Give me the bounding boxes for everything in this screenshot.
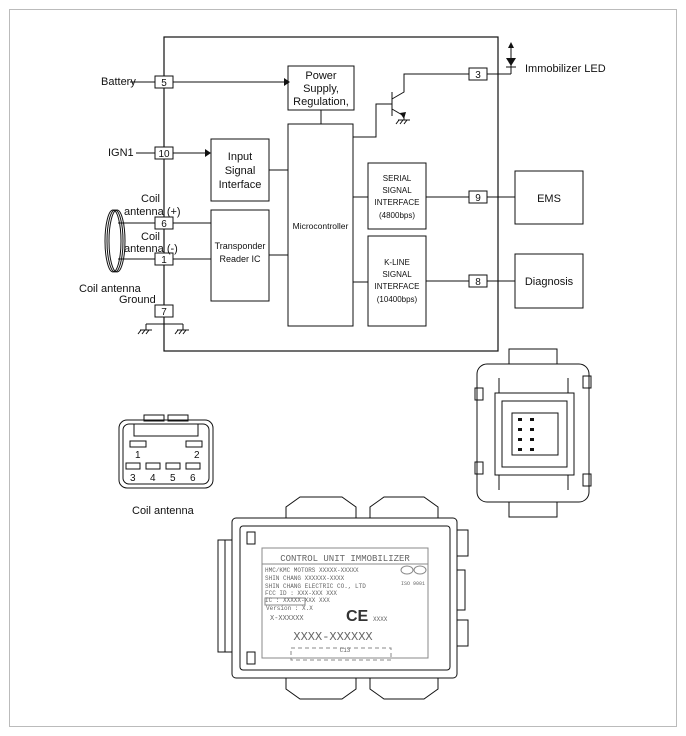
ce-mark: CE <box>346 608 369 625</box>
pin-coil-pos: 6 <box>154 216 174 230</box>
svg-text:SIGNAL: SIGNAL <box>382 270 412 279</box>
svg-text:K-LINE: K-LINE <box>384 258 410 267</box>
label-title: CONTROL UNIT IMMOBILIZER <box>280 554 410 564</box>
svg-text:SERIAL: SERIAL <box>383 174 412 183</box>
ems-box: EMS <box>514 170 584 225</box>
control-unit-body <box>217 496 469 700</box>
svg-text:7: 7 <box>161 307 167 318</box>
label-cert: ISO 9001 <box>401 581 425 587</box>
coil-antenna-icon <box>104 209 126 273</box>
svg-text:Regulation,: Regulation, <box>293 96 349 108</box>
svg-text:10: 10 <box>158 149 170 160</box>
diagnosis-box: Diagnosis <box>514 253 584 309</box>
arrow-ign1 <box>205 149 211 157</box>
svg-text:8: 8 <box>475 277 481 288</box>
control-unit-label: CONTROL UNIT IMMOBILIZER HMC/KMC MOTORS … <box>265 554 425 654</box>
input-signal-interface-block: Input Signal Interface <box>210 138 270 202</box>
transistor-emitter-arrow <box>400 112 406 119</box>
connector-pin-3: 3 <box>130 473 136 484</box>
label-fcc: FCC ID : XXX-XXX XXX <box>265 590 337 597</box>
label-antenna-pos: antenna (+) <box>124 206 181 218</box>
immobilizer-unit-box <box>163 36 499 352</box>
unit-connector-drawing <box>474 348 592 518</box>
svg-text:INTERFACE: INTERFACE <box>375 282 420 291</box>
label-coil-pos-top: Coil <box>141 193 160 205</box>
pin-diagnosis: 8 <box>468 274 488 288</box>
arrow-battery <box>284 78 290 86</box>
label-code: C13 <box>340 647 351 654</box>
svg-text:SIGNAL: SIGNAL <box>382 186 412 195</box>
pin-battery: 5 <box>154 75 174 89</box>
svg-text:(10400bps): (10400bps) <box>377 295 418 304</box>
svg-text:3: 3 <box>475 70 481 81</box>
label-coil-neg-top: Coil <box>141 231 160 243</box>
svg-text:Input: Input <box>228 151 252 163</box>
ground-symbols <box>137 119 410 335</box>
microcontroller-block: Microcontroller <box>287 123 354 327</box>
pin-ign1: 10 <box>154 146 174 160</box>
svg-text:EMS: EMS <box>537 193 561 205</box>
svg-text:Supply,: Supply, <box>303 83 339 95</box>
svg-text:(4800bps): (4800bps) <box>379 211 415 220</box>
unit-connector-pins <box>518 418 534 451</box>
svg-text:Diagnosis: Diagnosis <box>525 276 574 288</box>
svg-text:Transponder: Transponder <box>215 241 266 251</box>
label-ground: Ground <box>119 294 156 306</box>
label-line3: SHIN CHANG ELECTRIC CO., LTD <box>265 583 366 590</box>
pin-led: 3 <box>468 67 488 81</box>
pin-ems: 9 <box>468 190 488 204</box>
label-antenna-neg: antenna (-) <box>124 243 178 255</box>
connector-caption: Coil antenna <box>132 505 195 517</box>
label-version: Version : X.X <box>266 605 313 612</box>
svg-text:1: 1 <box>161 255 167 266</box>
pin-ground: 7 <box>154 304 174 318</box>
svg-text:Power: Power <box>305 70 337 82</box>
label-line1: HMC/KMC MOTORS XXXXX-XXXXX <box>265 567 359 574</box>
svg-text:Signal: Signal <box>225 165 256 177</box>
svg-text:Reader IC: Reader IC <box>219 254 261 264</box>
svg-text:9: 9 <box>475 193 481 204</box>
svg-text:Microcontroller: Microcontroller <box>293 221 349 231</box>
svg-text:6: 6 <box>161 219 167 230</box>
wiring <box>118 48 515 330</box>
connector-pin-1: 1 <box>135 450 141 461</box>
kline-interface-block: K-LINE SIGNAL INTERFACE (10400bps) <box>367 235 427 327</box>
connector-pin-5: 5 <box>170 473 176 484</box>
svg-text:5: 5 <box>161 78 167 89</box>
coil-antenna-connector <box>118 414 214 489</box>
label-serial-small: X-XXXXXX <box>270 615 304 623</box>
connector-pin-6: 6 <box>190 473 196 484</box>
label-ic: IC : XXXXX-XXX XXX <box>265 597 330 604</box>
label-line2: SHIN CHANG XXXXXX-XXXX <box>265 575 345 582</box>
label-battery: Battery <box>101 76 136 88</box>
led-icon <box>506 42 516 68</box>
serial-interface-block: SERIAL SIGNAL INTERFACE (4800bps) <box>367 162 427 230</box>
power-supply-block: Power Supply, Regulation, <box>287 65 355 111</box>
connector-pin-2: 2 <box>194 450 200 461</box>
connector-pin-4: 4 <box>150 473 156 484</box>
label-ce-code: XXXX <box>373 616 388 623</box>
label-immobilizer-led: Immobilizer LED <box>525 63 606 75</box>
label-ign1: IGN1 <box>108 147 134 159</box>
svg-text:INTERFACE: INTERFACE <box>375 198 420 207</box>
label-coil-antenna: Coil antenna <box>79 283 142 295</box>
label-part-number: XXXX-XXXXXX <box>293 630 372 644</box>
transponder-reader-block: Transponder Reader IC <box>210 209 270 302</box>
svg-text:Interface: Interface <box>219 179 262 191</box>
figure-frame <box>9 9 677 727</box>
